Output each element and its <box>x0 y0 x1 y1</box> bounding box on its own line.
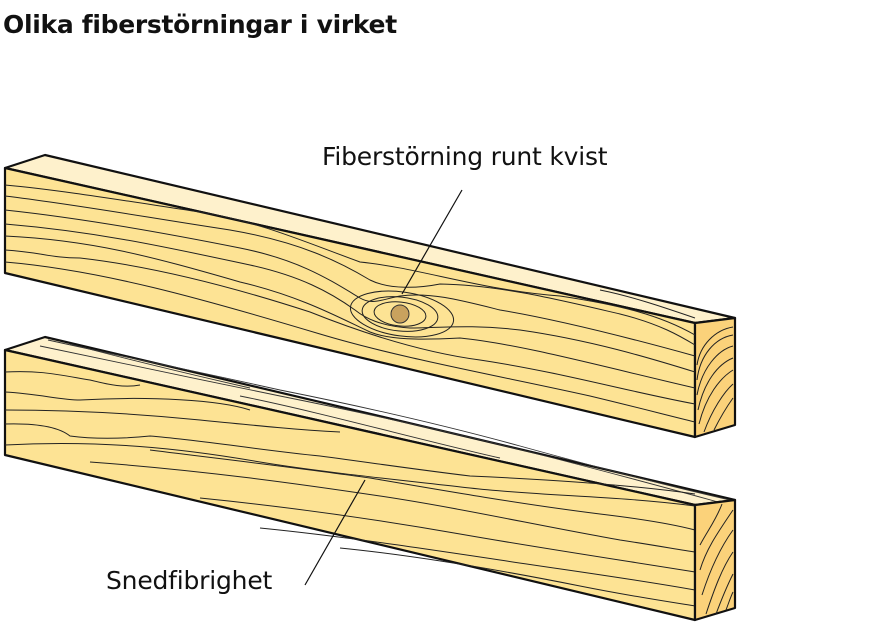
knot-leader-line <box>401 189 463 295</box>
knot <box>390 304 410 324</box>
beam-with-knot <box>3 153 737 439</box>
label-slope-of-grain: Snedfibrighet <box>106 566 273 595</box>
end-grain-lines <box>699 503 734 615</box>
beam-end-face <box>693 316 737 439</box>
knot-rings <box>349 290 455 338</box>
grain-lines <box>4 184 696 423</box>
slope-leader-line <box>304 479 366 586</box>
beam-end-face <box>693 498 737 622</box>
label-knot-disturbance: Fiberstörning runt kvist <box>322 142 608 171</box>
end-grain-rings <box>696 326 734 433</box>
beam-with-sloping-grain <box>3 335 737 622</box>
grain-lines <box>4 371 696 607</box>
figure-title: Olika fiberstörningar i virket <box>3 10 397 39</box>
top-face-grain <box>39 339 731 503</box>
